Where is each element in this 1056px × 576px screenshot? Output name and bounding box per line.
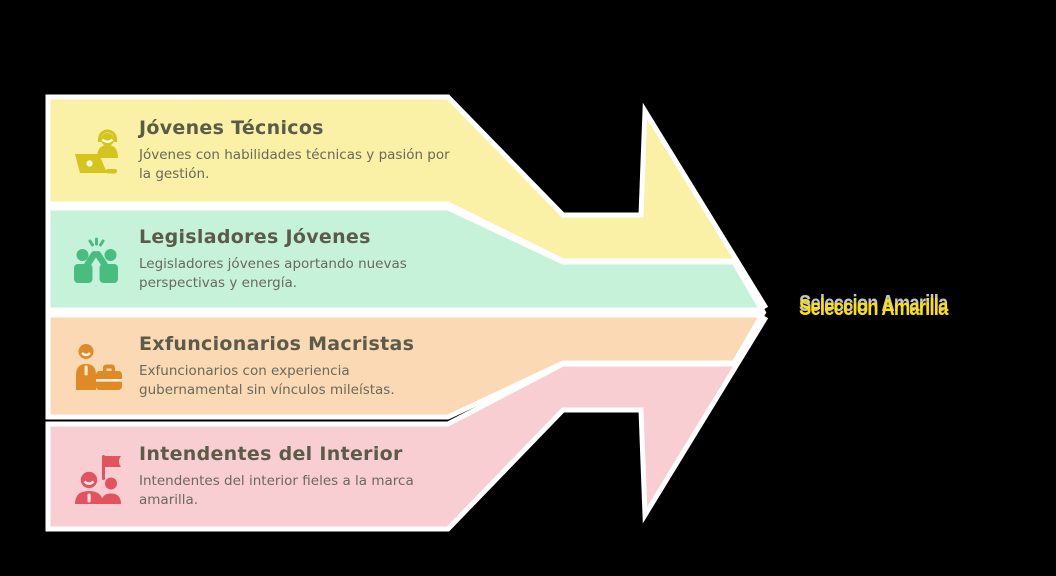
band-description: Exfuncionarios con experiencia gubername… <box>139 362 395 398</box>
band-exfuncionarios-macristas: Exfuncionarios Macristas Exfuncionarios … <box>60 315 456 417</box>
people-flag-icon <box>75 454 121 504</box>
band-title: Exfuncionarios Macristas <box>139 332 415 355</box>
band-shape-intendentes-del-interior <box>45 315 769 532</box>
person-briefcase-icon <box>76 344 122 390</box>
band-title: Jóvenes Técnicos <box>139 117 324 140</box>
band-description: Intendentes del interior fieles a la mar… <box>139 473 414 508</box>
band-title: Intendentes del Interior <box>139 443 403 466</box>
band-jovenes-tecnicos: Jóvenes Técnicos Jóvenes con habilidades… <box>60 97 456 204</box>
headset-laptop-icon <box>75 129 118 173</box>
band-description: Legisladores jóvenes aportando nuevas pe… <box>139 255 407 291</box>
arrow-tip-label: Seleccion Amarilla <box>799 294 948 320</box>
band-description: Jóvenes con habilidades técnicas y pasió… <box>139 147 450 182</box>
band-legisladores-jovenes: Legisladores Jóvenes Legisladores jóvene… <box>60 208 456 310</box>
band-shape-legisladores-jovenes <box>45 205 767 313</box>
band-intendentes-del-interior: Intendentes del Interior Intendentes del… <box>60 424 456 529</box>
band-title: Legisladores Jóvenes <box>139 225 371 248</box>
band-shape-jovenes-tecnicos <box>45 94 769 310</box>
high-five-icon <box>74 237 118 283</box>
